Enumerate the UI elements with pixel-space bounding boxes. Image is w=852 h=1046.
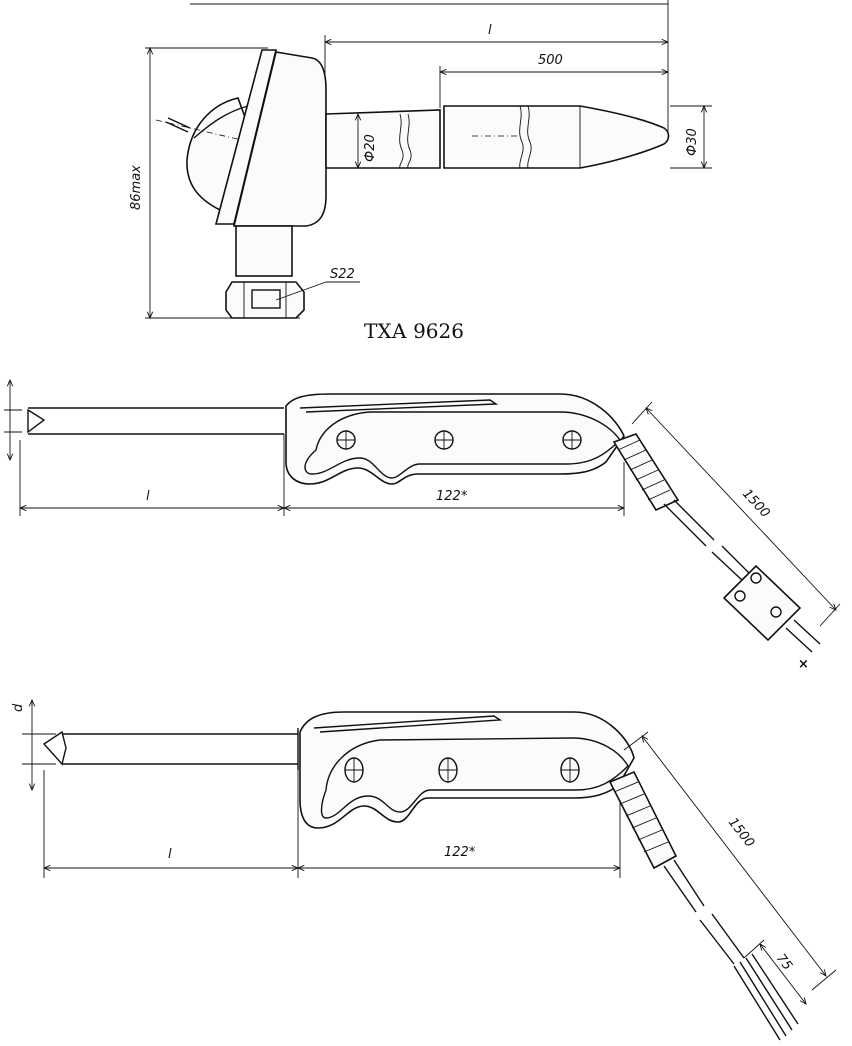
hex-nut xyxy=(225,281,305,319)
probe-handle xyxy=(299,711,635,829)
dim-label-500: 500 xyxy=(538,53,563,68)
extension-line xyxy=(811,969,837,991)
dim-label-s22: S22 xyxy=(330,267,355,282)
dim-label-1500: 1500 xyxy=(739,486,773,520)
figure-thermocouple-head: l 500 86max S22 Ф20 xyxy=(129,0,712,343)
dim-label-l: l xyxy=(488,23,492,38)
dim-label-1500: 1500 xyxy=(725,815,757,850)
stem-d20 xyxy=(325,109,441,169)
extension-line xyxy=(743,939,765,959)
center-line xyxy=(155,119,251,143)
cable xyxy=(699,913,745,965)
dim-label-d: d xyxy=(11,703,26,712)
dim-label-d20: Ф20 xyxy=(363,134,378,162)
dome-pin xyxy=(165,117,191,133)
handle-grip xyxy=(304,411,621,479)
handle-grip xyxy=(320,737,629,819)
dome-line xyxy=(193,105,249,139)
extension-line xyxy=(631,401,653,425)
probe-tip xyxy=(27,408,46,434)
screw-icon xyxy=(560,757,580,783)
dim-label-122: 122* xyxy=(444,845,476,860)
connector-plug xyxy=(722,564,802,642)
dim-label-height: 86max xyxy=(129,165,144,210)
figure-caption: ТХА 9626 xyxy=(364,319,464,343)
mark-cross: × xyxy=(798,657,809,672)
break-line xyxy=(519,105,524,169)
leader-s22 xyxy=(275,281,327,301)
connector-pins xyxy=(785,619,821,653)
screw-icon xyxy=(434,430,454,450)
extension-line xyxy=(623,731,649,751)
handle-trigger xyxy=(313,715,503,733)
screw-icon xyxy=(336,430,356,450)
head-body xyxy=(232,51,327,227)
screw-icon xyxy=(562,430,582,450)
dim-label-75: 75 xyxy=(773,951,795,973)
handle-trigger xyxy=(299,399,499,413)
cable xyxy=(663,859,705,913)
dim-line-1500 xyxy=(646,408,836,610)
head-dome xyxy=(186,97,247,212)
break-line xyxy=(399,113,404,169)
sheath-d30 xyxy=(443,105,670,169)
screw-icon xyxy=(344,757,364,783)
extension-line xyxy=(819,603,841,627)
figure-handheld-probe-2: d 1500 75 l xyxy=(11,700,837,1041)
dim-label-122: 122* xyxy=(436,489,468,504)
dim-line-75 xyxy=(760,944,806,1004)
screw-icon xyxy=(438,757,458,783)
probe-tip xyxy=(42,730,67,766)
figure-handheld-probe-1: × 1500 l 122* xyxy=(4,380,841,672)
head-neck xyxy=(235,225,293,277)
dim-label-l: l xyxy=(168,847,172,862)
break-line xyxy=(407,113,412,169)
dim-label-l: l xyxy=(146,489,150,504)
cable xyxy=(663,499,715,547)
break-line xyxy=(527,105,532,169)
dim-line-1500 xyxy=(642,736,826,976)
dim-label-d30: Ф30 xyxy=(685,128,700,156)
